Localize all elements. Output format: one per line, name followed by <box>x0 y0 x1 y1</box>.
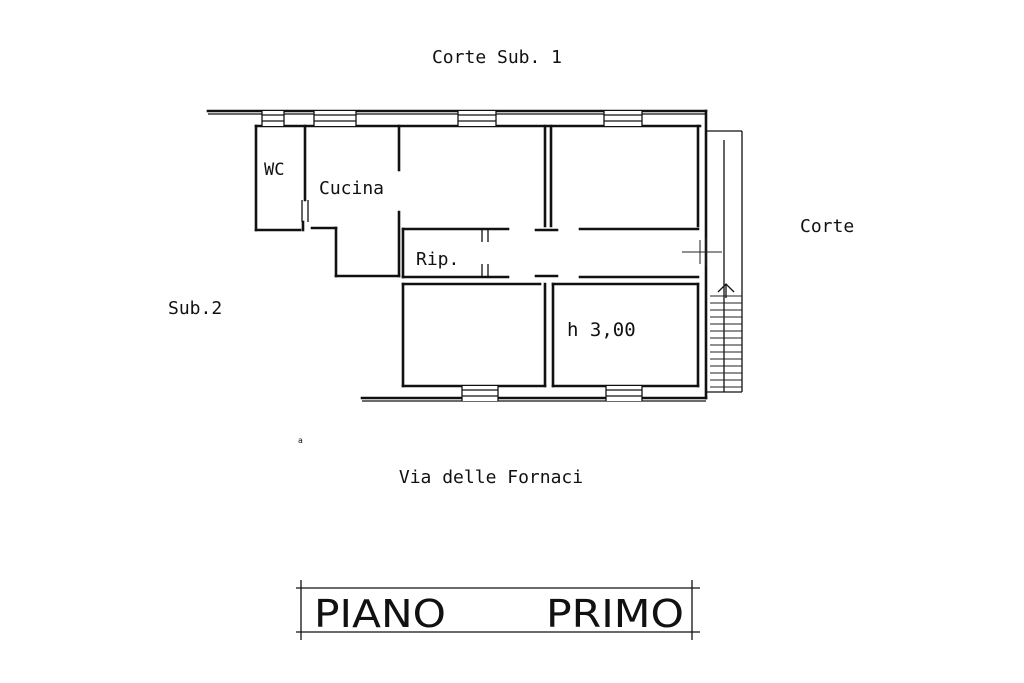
label-storage: Rip. <box>416 249 459 270</box>
window-bottom-room4 <box>605 386 643 401</box>
label-left-unit: Sub.2 <box>168 298 222 319</box>
interior-walls <box>254 124 702 388</box>
title-word-primo: PRIMO <box>546 592 684 636</box>
window-top-room1 <box>457 111 497 126</box>
label-kitchen: Cucina <box>319 178 384 199</box>
label-top-courtyard: Corte Sub. 1 <box>432 47 562 68</box>
stair-arrow-icon <box>717 283 735 298</box>
label-ceiling-height: h 3,00 <box>567 319 636 341</box>
window-bottom-room3 <box>461 386 499 401</box>
label-wc: WC <box>264 160 284 180</box>
windows <box>261 111 722 401</box>
window-top-kitchen <box>313 111 357 126</box>
window-kitchen-side <box>301 200 309 222</box>
stair-treads <box>710 295 742 388</box>
external-stair <box>706 130 743 393</box>
label-small-mark: a <box>298 436 303 445</box>
window-top-wc <box>261 111 285 126</box>
title-block: PIANO PRIMO <box>296 580 700 640</box>
window-top-room2 <box>603 111 643 126</box>
title-word-piano: PIANO <box>314 592 446 636</box>
label-street: Via delle Fornaci <box>399 467 583 488</box>
label-right-courtyard: Corte <box>800 216 854 237</box>
door-corridor-right <box>682 238 722 266</box>
